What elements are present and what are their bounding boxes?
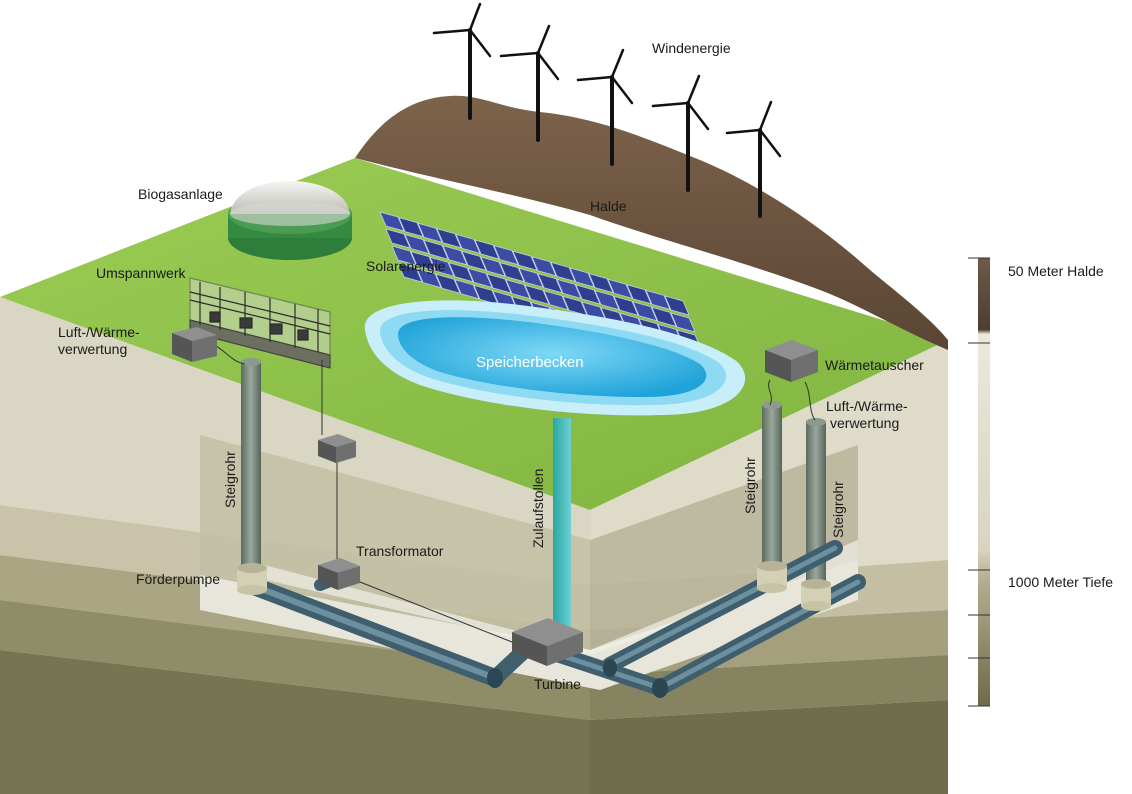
solar-panel xyxy=(626,284,652,305)
solar-panel xyxy=(524,284,550,305)
wind-turbine-3 xyxy=(576,48,634,166)
solar-panel xyxy=(594,289,620,311)
solar-panel xyxy=(493,244,519,266)
solar-panel xyxy=(474,239,500,260)
label-steigrohr-rechts-1: Steigrohr xyxy=(742,457,758,514)
storage-basin xyxy=(364,300,746,416)
label-luft-links-1: Luft-/Wärme- xyxy=(58,324,140,340)
wind-turbine-2 xyxy=(499,24,560,142)
wind-turbine-1 xyxy=(432,2,492,120)
solar-panel xyxy=(379,211,405,232)
solar-panel xyxy=(588,272,614,294)
solar-panel xyxy=(531,256,557,277)
label-halde: Halde xyxy=(590,198,627,214)
solar-panel xyxy=(607,278,633,299)
solar-panel xyxy=(391,245,417,266)
transformer-box-upper xyxy=(318,434,356,463)
wind-turbine-5 xyxy=(725,100,782,218)
depth-scale xyxy=(968,257,990,707)
pump-right-2 xyxy=(801,579,831,611)
biogas-plant xyxy=(228,181,352,260)
solar-panel xyxy=(664,295,690,316)
solar-panel xyxy=(569,267,595,288)
underground-chamber xyxy=(200,435,858,690)
heat-exchanger-box xyxy=(765,340,818,382)
label-luft-links-2: verwertung xyxy=(58,341,128,357)
solar-panel xyxy=(480,256,506,277)
label-windenergie: Windenergie xyxy=(652,40,731,56)
label-foerderpumpe: Förderpumpe xyxy=(136,571,221,587)
turbine-box xyxy=(512,618,583,666)
pump-left xyxy=(237,563,267,595)
label-luft-rechts-2: verwertung xyxy=(830,415,900,431)
scale-label-halde: 50 Meter Halde xyxy=(1008,263,1104,279)
substation xyxy=(189,277,331,369)
pump-right-1 xyxy=(757,561,787,593)
solar-panel xyxy=(556,278,582,300)
label-luft-rechts-1: Luft-/Wärme- xyxy=(826,398,908,414)
solar-panel xyxy=(398,216,424,238)
solar-panel xyxy=(435,273,461,294)
solar-panel xyxy=(543,290,569,311)
solar-panel xyxy=(550,261,576,283)
riser-right-1 xyxy=(762,401,782,570)
solar-panel xyxy=(448,262,474,283)
solar-panel xyxy=(537,273,563,294)
inlet-shaft xyxy=(553,418,571,640)
label-zulaufstollen: Zulaufstollen xyxy=(530,468,546,548)
label-steigrohr-links: Steigrohr xyxy=(222,451,238,508)
scale-label-tiefe: 1000 Meter Tiefe xyxy=(1008,574,1114,590)
solar-panel xyxy=(417,222,443,243)
label-steigrohr-rechts-2: Steigrohr xyxy=(830,481,846,538)
solar-panel xyxy=(512,250,538,271)
solar-panel xyxy=(467,267,493,289)
solar-panel xyxy=(575,284,601,305)
solar-panel xyxy=(670,312,696,333)
solar-panel xyxy=(436,228,462,249)
solar-panel xyxy=(416,267,442,289)
label-solarenergie: Solarenergie xyxy=(366,258,446,274)
solar-panel xyxy=(632,301,658,322)
label-turbine: Turbine xyxy=(534,676,581,692)
solar-panel xyxy=(505,278,531,300)
solar-panel xyxy=(486,273,512,294)
label-speicherbecken: Speicherbecken xyxy=(476,354,584,371)
wind-turbine-4 xyxy=(651,74,710,192)
solar-panel xyxy=(499,261,525,283)
solar-panel xyxy=(442,245,468,266)
riser-left xyxy=(241,358,261,572)
solar-panel xyxy=(429,256,455,277)
solar-panel xyxy=(613,295,639,316)
solar-panel xyxy=(385,228,411,249)
solar-panel xyxy=(454,279,480,300)
wind-turbines xyxy=(432,2,782,218)
halde-hill xyxy=(355,95,948,351)
solar-panel xyxy=(645,289,671,311)
solar-panel xyxy=(518,267,544,288)
solar-panel xyxy=(461,250,487,272)
label-umspannwerk: Umspannwerk xyxy=(96,265,186,281)
solar-panel xyxy=(404,233,430,255)
label-waermetauscher: Wärmetauscher xyxy=(825,357,924,373)
solar-panel xyxy=(410,250,436,272)
solar-panel xyxy=(423,239,449,260)
label-biogasanlage: Biogasanlage xyxy=(138,186,223,202)
heat-recovery-box-left xyxy=(172,327,217,362)
solar-panel xyxy=(397,262,423,283)
label-transformator: Transformator xyxy=(356,543,444,559)
transformer-box xyxy=(318,558,360,590)
solar-panel xyxy=(651,306,677,328)
solar-panel xyxy=(455,233,481,255)
riser-right-2 xyxy=(806,418,826,587)
